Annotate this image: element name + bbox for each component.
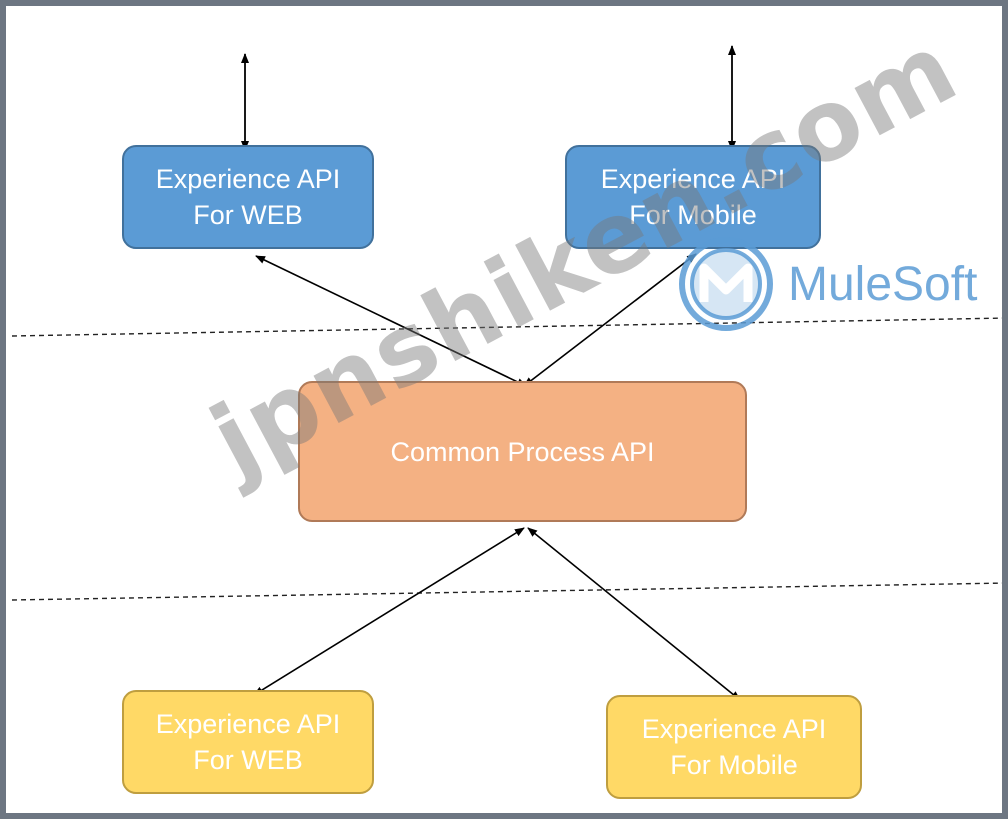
node-line-2: For Mobile xyxy=(629,200,757,230)
node-line-1: Experience API xyxy=(641,714,827,744)
node-line-2: For WEB xyxy=(193,745,303,775)
arrow-web-to-process xyxy=(255,255,527,387)
experience-api-mobile-bottom: Experience API For Mobile xyxy=(606,695,862,799)
mulesoft-watermark: MuleSoft xyxy=(678,236,977,332)
arrow-process-to-bottom-mobile xyxy=(527,527,741,701)
experience-api-mobile-top: Experience API For Mobile xyxy=(565,145,821,249)
connectors xyxy=(11,45,1002,701)
node-line-2: For Mobile xyxy=(670,750,798,780)
experience-api-web-bottom: Experience API For WEB xyxy=(122,690,374,794)
arrow-process-to-bottom-web xyxy=(253,527,525,696)
node-line-1: Experience API xyxy=(155,709,341,739)
mulesoft-logo-icon xyxy=(679,237,773,331)
layer-separator-bottom xyxy=(11,582,1002,601)
node-line-1: Experience API xyxy=(155,164,341,194)
node-line-1: Experience API xyxy=(600,164,786,194)
experience-api-web-top: Experience API For WEB xyxy=(122,145,374,249)
node-label: Common Process API xyxy=(390,436,655,467)
arrow-mobile-to-process xyxy=(523,253,697,387)
mulesoft-logo-text: MuleSoft xyxy=(788,257,978,311)
node-line-2: For WEB xyxy=(193,200,303,230)
common-process-api: Common Process API xyxy=(298,381,747,522)
